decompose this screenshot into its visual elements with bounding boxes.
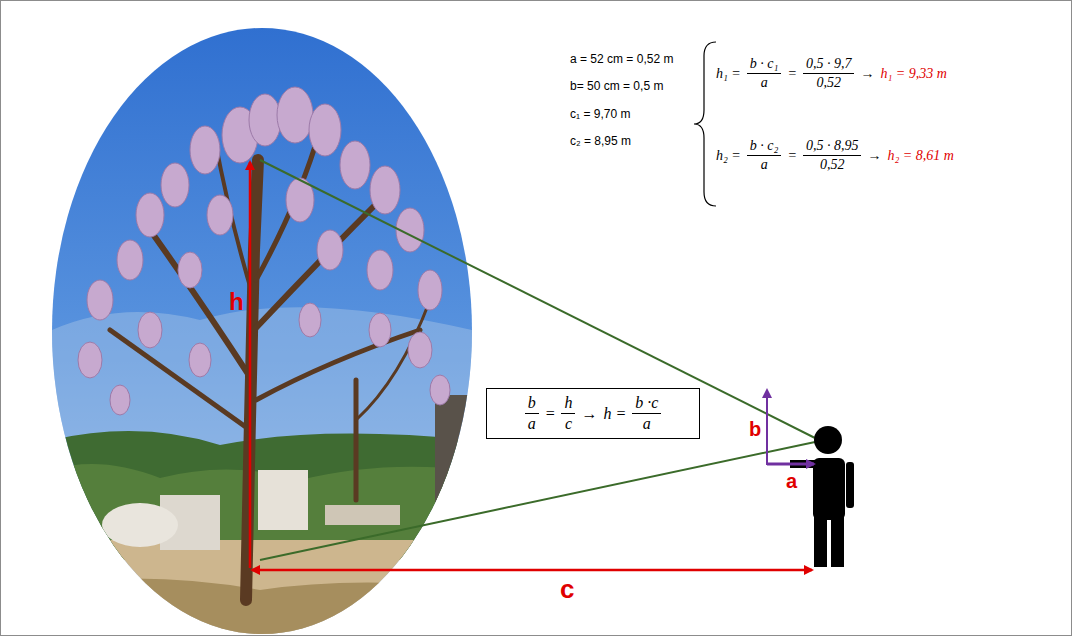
formula-term: → xyxy=(860,66,874,82)
formula-row: h₂ = b · c₂a = 0,5 · 8,950,52 → h₂ = 8,61 m xyxy=(716,138,954,173)
result: h₂ = 8,61 m xyxy=(887,148,953,164)
height-dimension xyxy=(249,162,252,568)
formula-term: h₂ = xyxy=(716,148,741,164)
denominator: a xyxy=(525,414,539,433)
stick-label: b xyxy=(749,418,761,441)
numerator: h xyxy=(561,394,575,414)
formula-row: h₁ = b · c₁a = 0,5 · 9,70,52 → h₁ = 9,33 m xyxy=(716,56,947,91)
stick-b xyxy=(766,390,768,465)
formula-term: → xyxy=(867,148,881,164)
arm-label: a xyxy=(786,470,797,493)
fraction: 0,5 · 8,950,52 xyxy=(803,138,862,173)
fraction: b · c₂a xyxy=(747,138,782,173)
denominator: 0,52 xyxy=(803,156,862,173)
curly-brace xyxy=(694,42,716,206)
numerator: b xyxy=(525,394,539,414)
arm-a xyxy=(767,463,814,466)
denominator: a xyxy=(632,414,661,433)
fraction: ba xyxy=(525,394,539,433)
denominator: a xyxy=(747,74,782,91)
numerator: 0,5 · 9,7 xyxy=(803,56,855,74)
formula-term: = xyxy=(787,66,796,82)
denominator: 0,52 xyxy=(803,74,855,91)
formula-term: h₁ = xyxy=(716,66,741,82)
formula-box: ba=hc→h =b ·ca xyxy=(486,388,700,439)
numerator: b · c₁ xyxy=(747,56,782,74)
fraction: b · c₁a xyxy=(747,56,782,91)
tree-photo xyxy=(40,20,490,636)
sight-line xyxy=(260,442,815,560)
fraction: b ·ca xyxy=(632,394,661,433)
distance-label: c xyxy=(560,574,574,605)
sight-line xyxy=(260,160,815,438)
fraction: 0,5 · 9,70,52 xyxy=(803,56,855,91)
numerator: b ·c xyxy=(632,394,661,414)
formula-term: = xyxy=(787,148,796,164)
given-value: c₁ = 9,70 m xyxy=(570,107,630,121)
numerator: 0,5 · 8,95 xyxy=(803,138,862,156)
numerator: b · c₂ xyxy=(747,138,782,156)
formula-term: → xyxy=(581,405,597,423)
denominator: c xyxy=(561,414,575,433)
given-value: a = 52 cm = 0,52 m xyxy=(570,52,673,66)
person-figure xyxy=(790,426,854,567)
given-value: b= 50 cm = 0,5 m xyxy=(570,79,663,93)
given-value: c₂ = 8,95 m xyxy=(570,134,631,148)
formula-term: h = xyxy=(603,405,626,423)
fraction: hc xyxy=(561,394,575,433)
height-label: h xyxy=(229,288,244,316)
formula-term: = xyxy=(545,405,556,423)
denominator: a xyxy=(747,156,782,173)
result: h₁ = 9,33 m xyxy=(880,66,946,82)
distance-dimension xyxy=(252,569,812,572)
